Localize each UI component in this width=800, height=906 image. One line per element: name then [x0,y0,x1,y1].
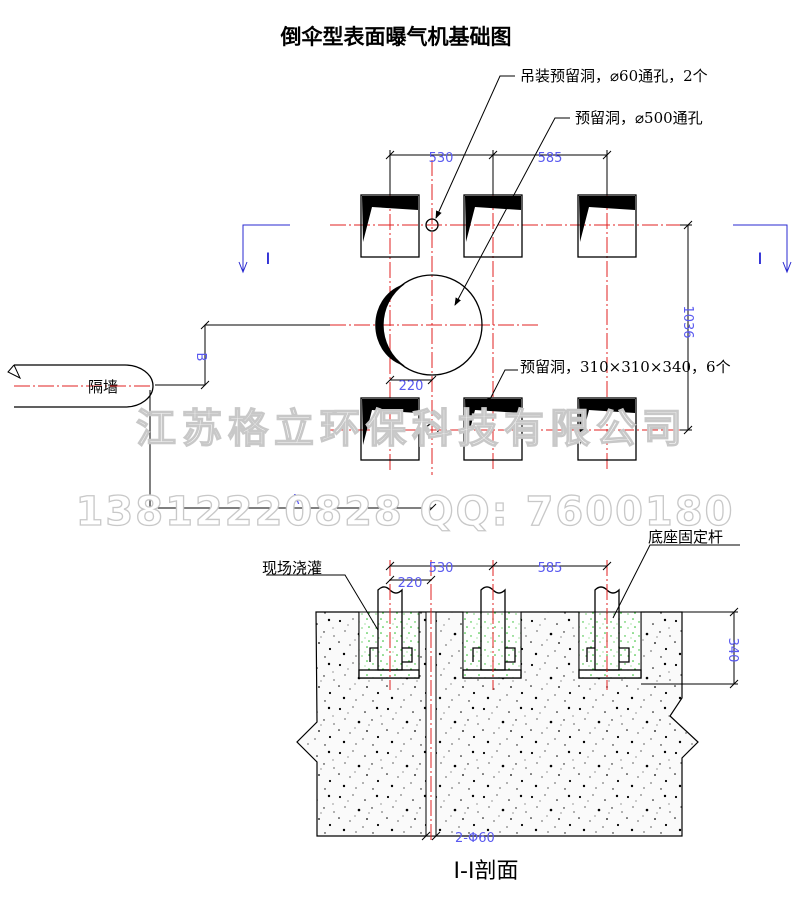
watermark-company: 江苏格立环保科技有限公司 [136,405,688,452]
plan-view: 530 585 1036 220 B [7,67,792,513]
wall [7,364,154,408]
dim-a-label: A [291,493,300,508]
drawing-title: 倒伞型表面曝气机基础图 [280,25,512,49]
section-mark-left [238,224,290,274]
dim-220-label: 220 [399,379,424,394]
cast-in-place-label: 现场浇灌 [262,559,322,577]
anchor-rod [472,586,516,671]
section-mark-right [733,224,792,274]
dim-right [680,220,693,435]
sec-dim-top [385,561,612,585]
wall-label: 隔墙 [88,378,118,396]
leader-lifting-hole [435,75,515,219]
sec-dim-585: 585 [538,561,563,576]
square-hole [463,397,523,461]
anchor-rod [586,586,630,671]
section-mark-right-label: I [758,249,763,268]
leader-anchor-rod [612,544,740,619]
dim-b [155,320,330,390]
leader-cast-in-place [266,574,379,631]
sec-dim-530: 530 [429,561,454,576]
dim-530: 530 [429,151,454,166]
grout-pocket [462,611,522,679]
dim-1036: 1036 [680,305,695,338]
anchor-rod [369,586,413,671]
leader-main-hole [454,117,570,306]
dim-top [385,150,612,195]
grout-pocket [578,611,642,679]
lifting-hole-label: 吊装预留洞，⌀60通孔，2个 [520,67,708,85]
main-hole [375,274,483,376]
section-caption: I-I剖面 [454,859,519,884]
square-hole [577,397,637,461]
square-hole [360,397,420,461]
lifting-hole [425,218,439,232]
watermark-contact: 13812220828 QQ: 7600180 [76,489,735,535]
lifting-hole [425,423,439,437]
square-holes-label: 预留洞，310×310×340，6个 [520,358,731,376]
dim-b-label: B [193,353,208,362]
dim-585: 585 [538,151,563,166]
main-hole-label: 预留洞，⌀500通孔 [575,109,703,127]
sec-dim-holes [408,831,454,841]
dim-a [145,390,437,513]
sec-dim-220: 220 [398,576,423,591]
sec-dim-2-phi60: 2-Φ60 [455,831,495,846]
anchor-rod-label: 底座固定杆 [648,528,723,546]
grout-pocket [358,611,420,679]
section-view: 530 585 220 340 2-Φ60 现场浇灌 底座固定杆 I-I剖面 [262,528,740,884]
sec-dim-340: 340 [725,638,740,663]
leader-square-holes [486,369,518,406]
section-mark-left-label: I [266,249,271,268]
dim-220 [385,375,437,385]
sec-dim-depth [641,607,739,689]
